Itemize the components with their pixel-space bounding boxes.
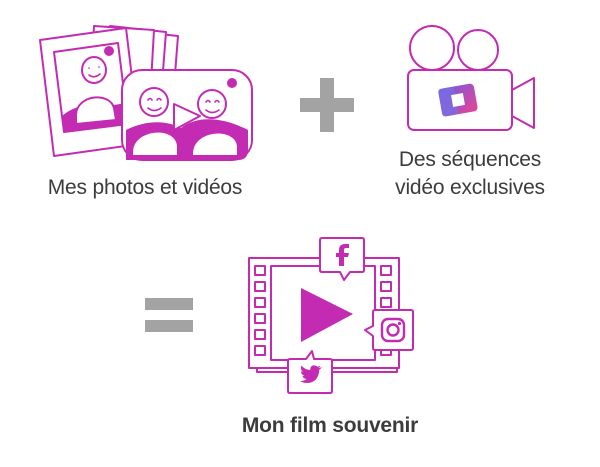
photos-videos-illustration (36, 20, 276, 168)
plus-operator-icon (300, 78, 354, 132)
facebook-icon (319, 237, 365, 281)
photos-label: Mes photos et vidéos (47, 176, 243, 199)
equals-operator-icon (145, 298, 193, 334)
photos-and-videos-icon (39, 25, 253, 161)
sequences-label-line2: vidéo exclusives (395, 176, 545, 199)
result-label: Mon film souvenir (241, 414, 419, 437)
facebook-bubble (318, 236, 366, 282)
twitter-bubble (286, 349, 334, 395)
instagram-bubble (363, 306, 415, 354)
movie-camera-icon (407, 25, 535, 131)
sequences-label-line1: Des séquences (398, 148, 542, 171)
instagram-icon (364, 309, 414, 351)
camera-illustration (400, 20, 540, 134)
twitter-icon (287, 350, 333, 394)
